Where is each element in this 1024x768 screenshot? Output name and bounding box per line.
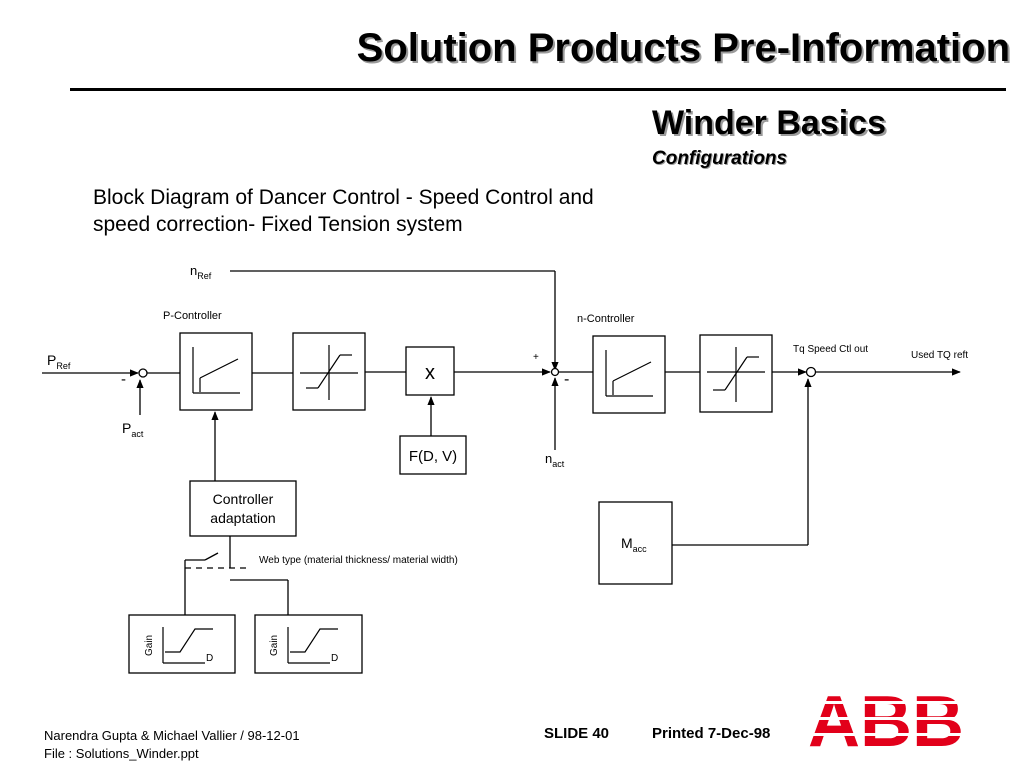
controller-adaptation-block: Controller adaptation <box>189 480 297 537</box>
limiter-block-1 <box>292 332 366 411</box>
abb-logo: ABB <box>804 686 968 750</box>
gain-block-2: Gain D <box>254 614 363 674</box>
n-summing-junction <box>550 367 560 377</box>
diagram-heading-line1: Block Diagram of Dancer Control - Speed … <box>93 186 594 209</box>
slide-number: SLIDE 40 <box>544 725 610 742</box>
multiplier-label: x <box>425 362 435 384</box>
fdv-block: F(D, V) <box>399 435 467 475</box>
used-tq-reft-label: Used TQ reft <box>911 350 968 361</box>
n-minus-sign: - <box>564 371 569 388</box>
n-plus-sign: + <box>533 352 539 363</box>
gain-axis-label-1: Gain <box>144 635 155 656</box>
diagram-heading: Block Diagram of Dancer Control - Speed … <box>93 184 733 238</box>
p-controller-block <box>179 332 253 411</box>
p-summing-junction <box>138 368 148 378</box>
n-controller-block <box>592 335 666 414</box>
p-ref-label: PRef <box>47 352 71 371</box>
p-controller-label: P-Controller <box>163 310 222 322</box>
d-axis-label-1: D <box>206 653 213 664</box>
diagram-heading-line2: speed correction- Fixed Tension system <box>93 213 463 236</box>
macc-label: Macc <box>621 535 647 554</box>
n-ref-line <box>230 270 559 371</box>
n-act-label: nact <box>545 451 565 469</box>
adaptation-label-1: Controller <box>213 491 274 507</box>
n-controller-label: n-Controller <box>577 313 635 325</box>
section-label: Configurations <box>652 148 788 169</box>
tq-summing-junction <box>805 366 817 378</box>
slide-title: Solution Products Pre-Information <box>356 26 1010 70</box>
fdv-label: F(D, V) <box>409 448 457 465</box>
multiplier-block: x <box>405 346 455 396</box>
d-axis-label-2: D <box>331 653 338 664</box>
web-type-switch <box>184 536 289 615</box>
p-act-label: Pact <box>122 420 144 439</box>
gain-block-1: Gain D <box>128 614 236 674</box>
footer-file: File : Solutions_Winder.ppt <box>44 746 199 761</box>
limiter-block-2 <box>699 334 773 413</box>
slide-subtitle: Winder Basics <box>652 104 886 142</box>
tq-speed-ctl-out-label: Tq Speed Ctl out <box>793 344 868 355</box>
n-ref-label: nRef <box>190 263 212 281</box>
web-type-label: Web type (material thickness/ material w… <box>259 555 458 566</box>
printed-date: Printed 7-Dec-98 <box>652 725 771 742</box>
footer-authors: Narendra Gupta & Michael Vallier / 98-12… <box>44 728 300 743</box>
macc-block <box>598 501 673 585</box>
p-minus-sign: - <box>121 371 126 388</box>
gain-axis-label-2: Gain <box>269 635 280 656</box>
footer-info: Narendra Gupta & Michael Vallier / 98-12… <box>44 727 300 763</box>
adaptation-label-2: adaptation <box>210 510 275 526</box>
title-divider <box>70 88 1006 91</box>
